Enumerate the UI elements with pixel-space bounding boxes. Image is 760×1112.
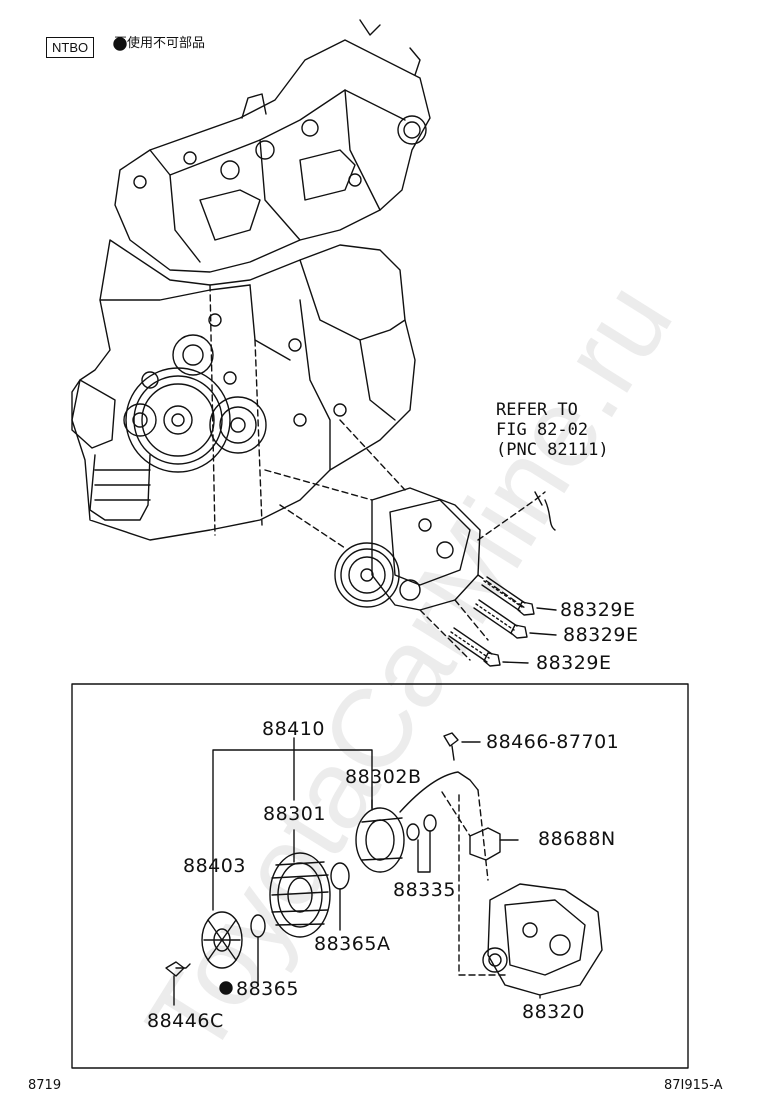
detail-dashed-lines <box>441 789 506 976</box>
hub-88403 <box>201 911 243 969</box>
connection-lines <box>264 419 526 661</box>
bracket-88410 <box>212 737 373 911</box>
label-88403: 88403 <box>183 855 246 877</box>
refer-note: REFER TO FIG 82-02 (PNC 82111) <box>496 400 609 460</box>
detail-frame <box>71 683 689 1069</box>
bullet-88365 <box>219 981 233 995</box>
spacer-88335 <box>406 814 437 873</box>
snap-ring-88365A <box>330 862 350 931</box>
refer-line-1: REFER TO <box>496 400 578 420</box>
field-coil-88302B <box>355 771 479 873</box>
label-88446C: 88446C <box>147 1010 224 1032</box>
legend-note: 再使用不可部品 <box>114 36 206 51</box>
label-88466-87701: 88466-87701 <box>486 731 620 753</box>
ntbo-badge: NTBO <box>46 37 95 58</box>
label-88320: 88320 <box>522 1001 585 1023</box>
shim-88365 <box>250 914 266 986</box>
label-88335: 88335 <box>393 879 456 901</box>
bolt-88466 <box>443 732 481 761</box>
refer-line-2: FIG 82-02 <box>496 420 589 440</box>
compressor-upper <box>334 487 556 611</box>
compressor-88320 <box>482 883 603 999</box>
refer-line-3: (PNC 82111) <box>496 440 609 460</box>
engine-assembly <box>71 19 431 541</box>
label-88329E-1: 88329E <box>560 599 636 621</box>
bullet-legend <box>113 37 127 51</box>
label-88688N: 88688N <box>538 828 616 850</box>
footer-left: 8719 <box>28 1078 62 1093</box>
label-88365A: 88365A <box>314 933 391 955</box>
label-88410: 88410 <box>262 718 325 740</box>
label-88365: 88365 <box>236 978 299 1000</box>
bracket-88688N <box>469 827 519 861</box>
bolt-88446C <box>165 961 191 1006</box>
label-88302B: 88302B <box>345 766 422 788</box>
label-88329E-2: 88329E <box>563 624 639 646</box>
label-88301: 88301 <box>263 803 326 825</box>
footer-right: 87I915-A <box>664 1078 723 1093</box>
label-88329E-3: 88329E <box>536 652 612 674</box>
pulley-88301 <box>269 829 331 938</box>
bolt-88329E-set <box>448 576 557 667</box>
